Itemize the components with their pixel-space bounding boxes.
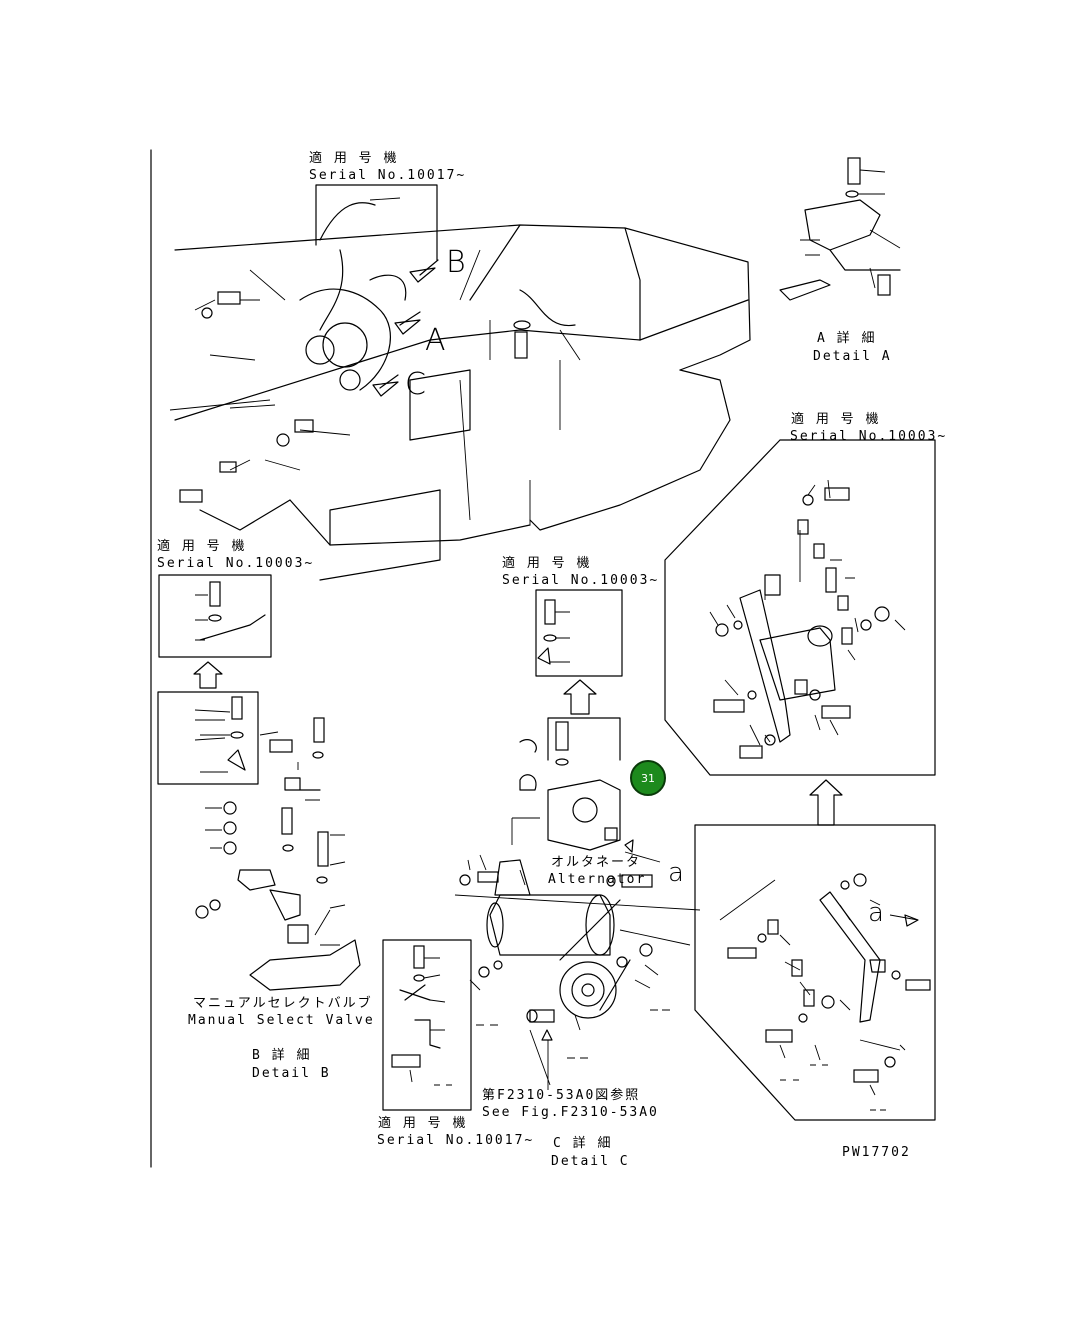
detail-c-inset: [382, 939, 472, 1111]
engine-block: [169, 184, 751, 581]
detail-c-en: Detail C: [551, 1154, 630, 1169]
detail-b-en: Detail B: [252, 1066, 331, 1081]
alternator-en: Alternator: [548, 872, 647, 887]
letter-c: C: [405, 367, 426, 402]
letter-a-small-1: a: [668, 858, 684, 888]
alternator-jp: オルタネータ: [551, 855, 642, 870]
serial-right-en: Serial No.10003~: [790, 429, 948, 444]
letter-a: A: [425, 323, 446, 358]
see-fig-jp: 第F2310-53A0図参照: [482, 1088, 641, 1103]
serial-bottom-jp: 適 用 号 機: [378, 1116, 468, 1131]
detail-b-jp: B 詳 細: [252, 1048, 312, 1063]
serial-right-jp: 適 用 号 機: [791, 412, 881, 427]
serial-bottom-en: Serial No.10017~: [377, 1133, 535, 1148]
left-serial-inset: [157, 574, 272, 785]
letter-b: B: [446, 245, 466, 280]
serial-top-en: Serial No.10017~: [309, 168, 467, 183]
detail-a-drawing: [779, 157, 901, 301]
serial-mid-en: Serial No.10003~: [502, 573, 660, 588]
manual-valve-en: Manual Select Valve: [188, 1013, 375, 1028]
letter-a-small-2: a: [868, 898, 884, 928]
see-fig-en: See Fig.F2310-53A0: [482, 1105, 659, 1120]
figure-id: PW17702: [842, 1145, 911, 1160]
detail-a-jp: A 詳 細: [817, 331, 877, 346]
detail-b-drawing: [194, 717, 361, 991]
detail-c-jp: C 詳 細: [553, 1136, 613, 1151]
serial-left-en: Serial No.10003~: [157, 556, 315, 571]
detail-a-en: Detail A: [813, 349, 892, 364]
alternator-drawing: [454, 589, 701, 1090]
serial-mid-jp: 適 用 号 機: [502, 556, 592, 571]
serial-top-jp: 適 用 号 機: [309, 151, 399, 166]
manual-valve-jp: マニュアルセレクトバルブ: [193, 996, 373, 1011]
right-serial-inset: [664, 439, 936, 1121]
serial-left-jp: 適 用 号 機: [157, 539, 247, 554]
callout-marker-31[interactable]: 31: [630, 760, 666, 796]
